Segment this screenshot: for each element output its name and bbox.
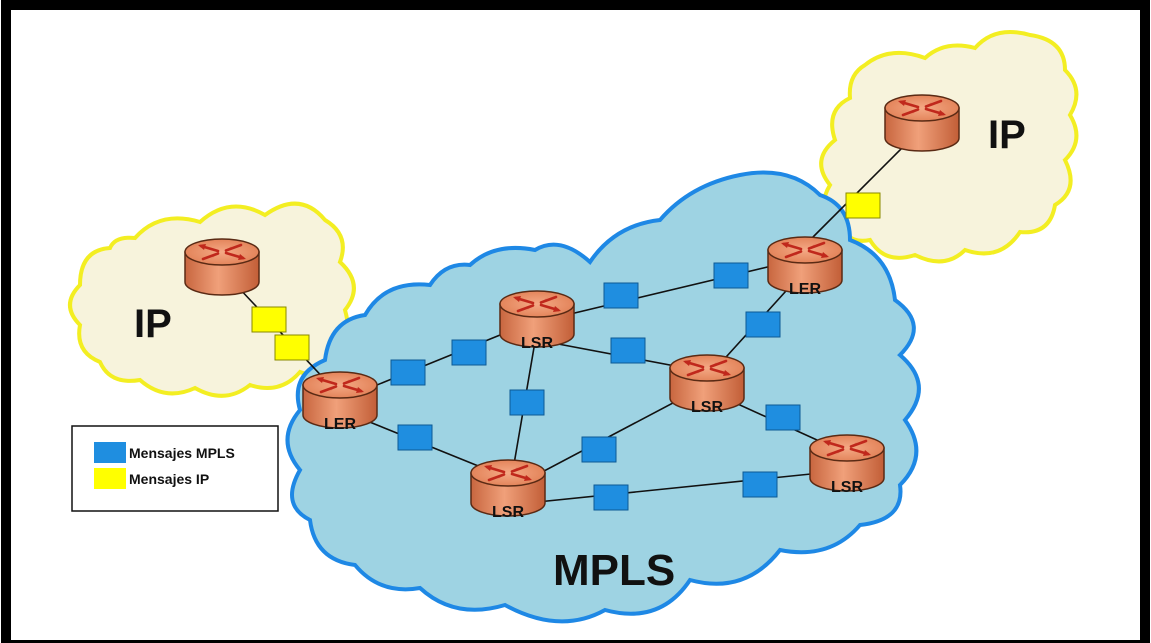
router-lsr-top: LSR [498, 289, 576, 352]
ip-message [845, 192, 881, 219]
legend-mpls-swatch [94, 442, 126, 463]
mpls-message [593, 484, 629, 511]
ip-messages [251, 192, 881, 361]
router-label: LER [789, 281, 821, 298]
ip-message [274, 334, 310, 361]
mpls-label: MPLS [553, 546, 675, 595]
mpls-message [603, 282, 639, 309]
router-lsr-far-right: LSR [808, 433, 886, 496]
mpls-cloud [285, 170, 921, 624]
ip-label-right: IP [988, 113, 1026, 157]
router-ip-left [183, 237, 261, 297]
router-label: LSR [492, 504, 524, 521]
router-ip-right [883, 93, 961, 153]
mpls-message [765, 404, 801, 431]
mpls-message [509, 389, 545, 416]
mpls-message [451, 339, 487, 366]
router-lsr-bottom: LSR [469, 458, 547, 521]
router-ler-right: LER [766, 235, 844, 298]
mpls-message [397, 424, 433, 451]
mpls-message [390, 359, 426, 386]
mpls-message [610, 337, 646, 364]
router-label: LSR [691, 399, 723, 416]
legend-ip-swatch [94, 468, 126, 489]
mpls-messages [390, 262, 801, 511]
router-lsr-middle: LSR [668, 353, 746, 416]
legend-box [71, 425, 279, 512]
legend-mpls-label: Mensajes MPLS [129, 445, 235, 461]
mpls-message [742, 471, 778, 498]
legend-ip-label: Mensajes IP [129, 471, 209, 487]
mpls-message [713, 262, 749, 289]
mpls-message [581, 436, 617, 463]
ip-label-left: IP [134, 302, 172, 346]
router-ler-left: LER [301, 370, 379, 433]
ip-message [251, 306, 287, 333]
legend: Mensajes MPLS Mensajes IP [71, 425, 279, 512]
router-label: LSR [831, 479, 863, 496]
router-label: LSR [521, 335, 553, 352]
router-label: LER [324, 416, 356, 433]
mpls-message [745, 311, 781, 338]
